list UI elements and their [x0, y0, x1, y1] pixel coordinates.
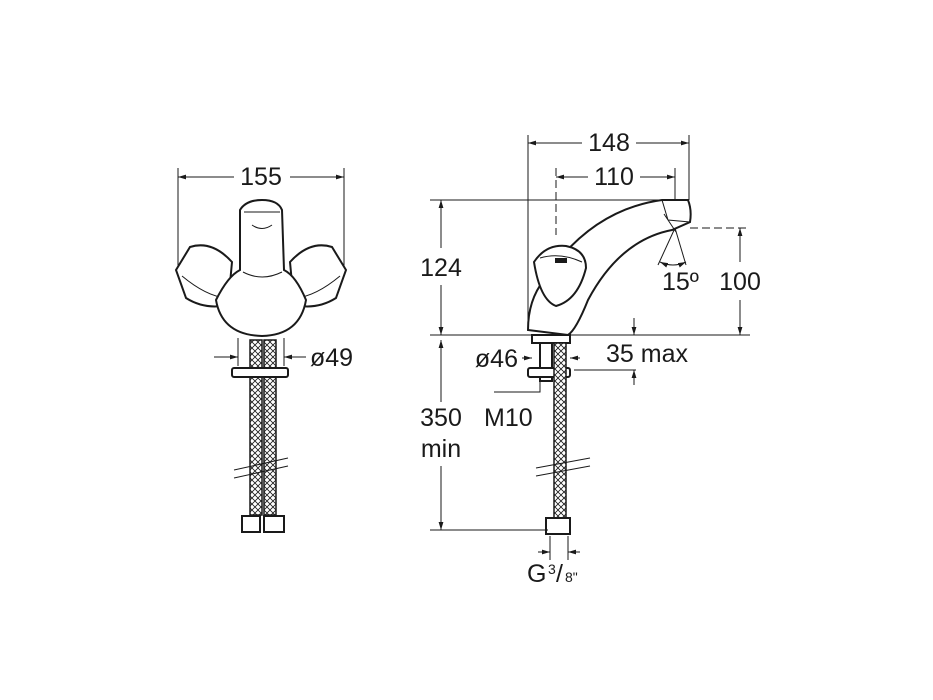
max-deck-label: 35 max — [606, 340, 688, 368]
thread-label: M10 — [484, 404, 533, 432]
outlet-diameter-label: ø49 — [310, 344, 353, 372]
width-dimension: 155 — [177, 163, 345, 270]
side-hose — [553, 342, 567, 519]
angle-dimension: 15º — [657, 227, 699, 296]
hose-nut — [241, 515, 285, 533]
hose-length-label-2: min — [421, 435, 461, 463]
thread-dimension: M10 — [484, 378, 541, 432]
left-hose — [249, 339, 263, 516]
reach-dimension: 148 — [527, 129, 690, 330]
fixing-plate — [231, 367, 289, 378]
hose-length-label-1: 350 — [420, 404, 462, 432]
brand-badge — [555, 258, 567, 263]
front-view: 155 ø49 — [174, 163, 353, 533]
connection-dimension: G 3 / 8" — [527, 536, 580, 588]
base — [531, 334, 571, 344]
angle-label: 15º — [662, 268, 699, 296]
handle-knob — [532, 244, 588, 308]
spout-reach-label: 110 — [594, 163, 634, 191]
base-diameter-label: ø46 — [475, 345, 518, 373]
hose-length-dimension: 350 min — [420, 340, 548, 531]
base-diameter-dimension: ø46 — [475, 345, 580, 373]
width-label: 155 — [240, 163, 282, 191]
outlet-diameter-dimension: ø49 — [214, 338, 353, 372]
side-view: 148 110 124 100 15 — [420, 129, 761, 588]
break-mark — [233, 465, 289, 479]
connection-label-main: G — [527, 560, 546, 588]
spout-reach-dimension: 110 — [555, 163, 676, 235]
connection-label-num: 3 — [548, 561, 556, 577]
height-label: 124 — [420, 254, 462, 282]
faucet-body — [214, 198, 308, 338]
reach-label: 148 — [588, 129, 630, 157]
spout-height-label: 100 — [719, 268, 761, 296]
hose-nut-side — [545, 517, 571, 535]
break-mark — [233, 457, 289, 471]
spout-height-dimension: 100 — [690, 227, 761, 335]
connection-label-den: 8" — [565, 569, 578, 585]
height-dimension: 124 — [420, 199, 750, 336]
break-mark — [535, 465, 591, 477]
break-mark — [535, 457, 591, 469]
connection-label-slash: / — [556, 560, 563, 588]
max-deck-dimension: 35 max — [574, 318, 688, 385]
right-hose — [263, 339, 277, 516]
